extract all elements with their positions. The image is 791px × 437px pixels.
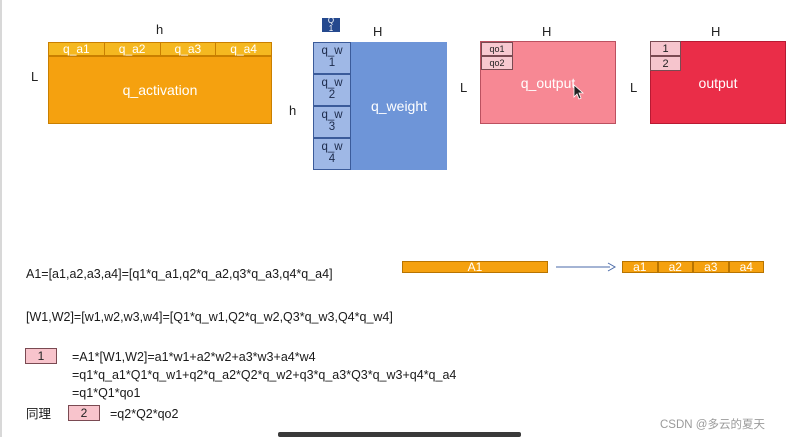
output-cell-column: 1 2 xyxy=(650,41,681,71)
output-cell-1-ref: 1 xyxy=(25,348,57,364)
a-split-cell: a3 xyxy=(693,260,729,274)
qoutput-cell: qo2 xyxy=(481,56,513,70)
a-split-cell: a2 xyxy=(657,260,693,274)
qoutput-dim-l: L xyxy=(460,80,468,95)
a-split-cell: a4 xyxy=(728,260,764,274)
output-cell-2-ref: 2 xyxy=(68,405,100,421)
activation-dim-h: h xyxy=(156,22,164,37)
qoutput-cell-column: qo1 qo2 xyxy=(481,42,513,70)
formula-line-3: =q1*Q1*qo1 xyxy=(72,386,141,400)
activation-header-cell: q_a4 xyxy=(230,42,257,56)
output-cell: 2 xyxy=(650,56,681,71)
qoutput-matrix: q_output xyxy=(480,41,616,124)
qoutput-cell: qo1 xyxy=(481,42,513,56)
a1-bar: A1 xyxy=(402,260,548,274)
weight-cell: q_w 1 xyxy=(313,42,351,74)
output-cell: 1 xyxy=(650,41,681,56)
left-edge-rule xyxy=(0,0,2,437)
output-dim-top: H xyxy=(711,24,721,39)
a-split-bar: a1 a2 a3 a4 xyxy=(622,260,764,274)
activation-definition: A1=[a1,a2,a3,a4]=[q1*q_a1,q2*q_a2,q3*q_a… xyxy=(26,267,333,281)
watermark: CSDN @多云的夏天 xyxy=(660,419,765,431)
weight-cell: q_w 4 xyxy=(313,138,351,170)
formula-line-2: =q1*q_a1*Q1*q_w1+q2*q_a2*Q2*q_w2+q3*q_a3… xyxy=(72,368,457,382)
activation-dim-l: L xyxy=(31,69,39,84)
weight-cell-column: q_w 1 q_w 2 q_w 3 q_w 4 xyxy=(313,42,351,170)
activation-label: q_activation xyxy=(122,82,198,98)
output-dim-l: L xyxy=(630,80,638,95)
weight-definition: [W1,W2]=[w1,w2,w3,w4]=[Q1*q_w1,Q2*q_w2,Q… xyxy=(26,310,393,324)
weight-cell: q_w 2 xyxy=(313,74,351,106)
weight-scale-tag: Q 1 xyxy=(322,16,340,33)
qoutput-dim-top: H xyxy=(542,24,552,39)
likewise-label: 同理 xyxy=(26,407,52,421)
a-split-cell: a1 xyxy=(622,260,658,274)
weight-label: q_weight xyxy=(370,98,428,114)
weight-matrix: q_weight xyxy=(351,42,447,170)
weight-dim-h: h xyxy=(289,103,297,118)
weight-dim-top: H xyxy=(373,24,383,39)
qoutput-label: q_output xyxy=(520,74,576,91)
activation-header-cell: q_a1 xyxy=(49,42,105,56)
output-label: output xyxy=(698,74,738,91)
cursor-pointer-icon xyxy=(573,84,585,100)
weight-cell: q_w 3 xyxy=(313,106,351,138)
formula-line-1: =A1*[W1,W2]=a1*w1+a2*w2+a3*w3+a4*w4 xyxy=(72,350,316,364)
horizontal-scrollbar[interactable] xyxy=(278,432,521,437)
activation-header-cell: q_a2 xyxy=(105,42,161,56)
activation-header-row: q_a1 q_a2 q_a3 q_a4 xyxy=(48,42,272,56)
activation-matrix: q_activation xyxy=(48,56,272,124)
formula-line-4: =q2*Q2*qo2 xyxy=(110,407,179,421)
arrow-right-icon xyxy=(556,262,616,272)
weight-scale-tag-text: Q 1 xyxy=(327,16,335,33)
a1-bar-label: A1 xyxy=(467,260,483,274)
activation-header-cell: q_a3 xyxy=(161,42,217,56)
